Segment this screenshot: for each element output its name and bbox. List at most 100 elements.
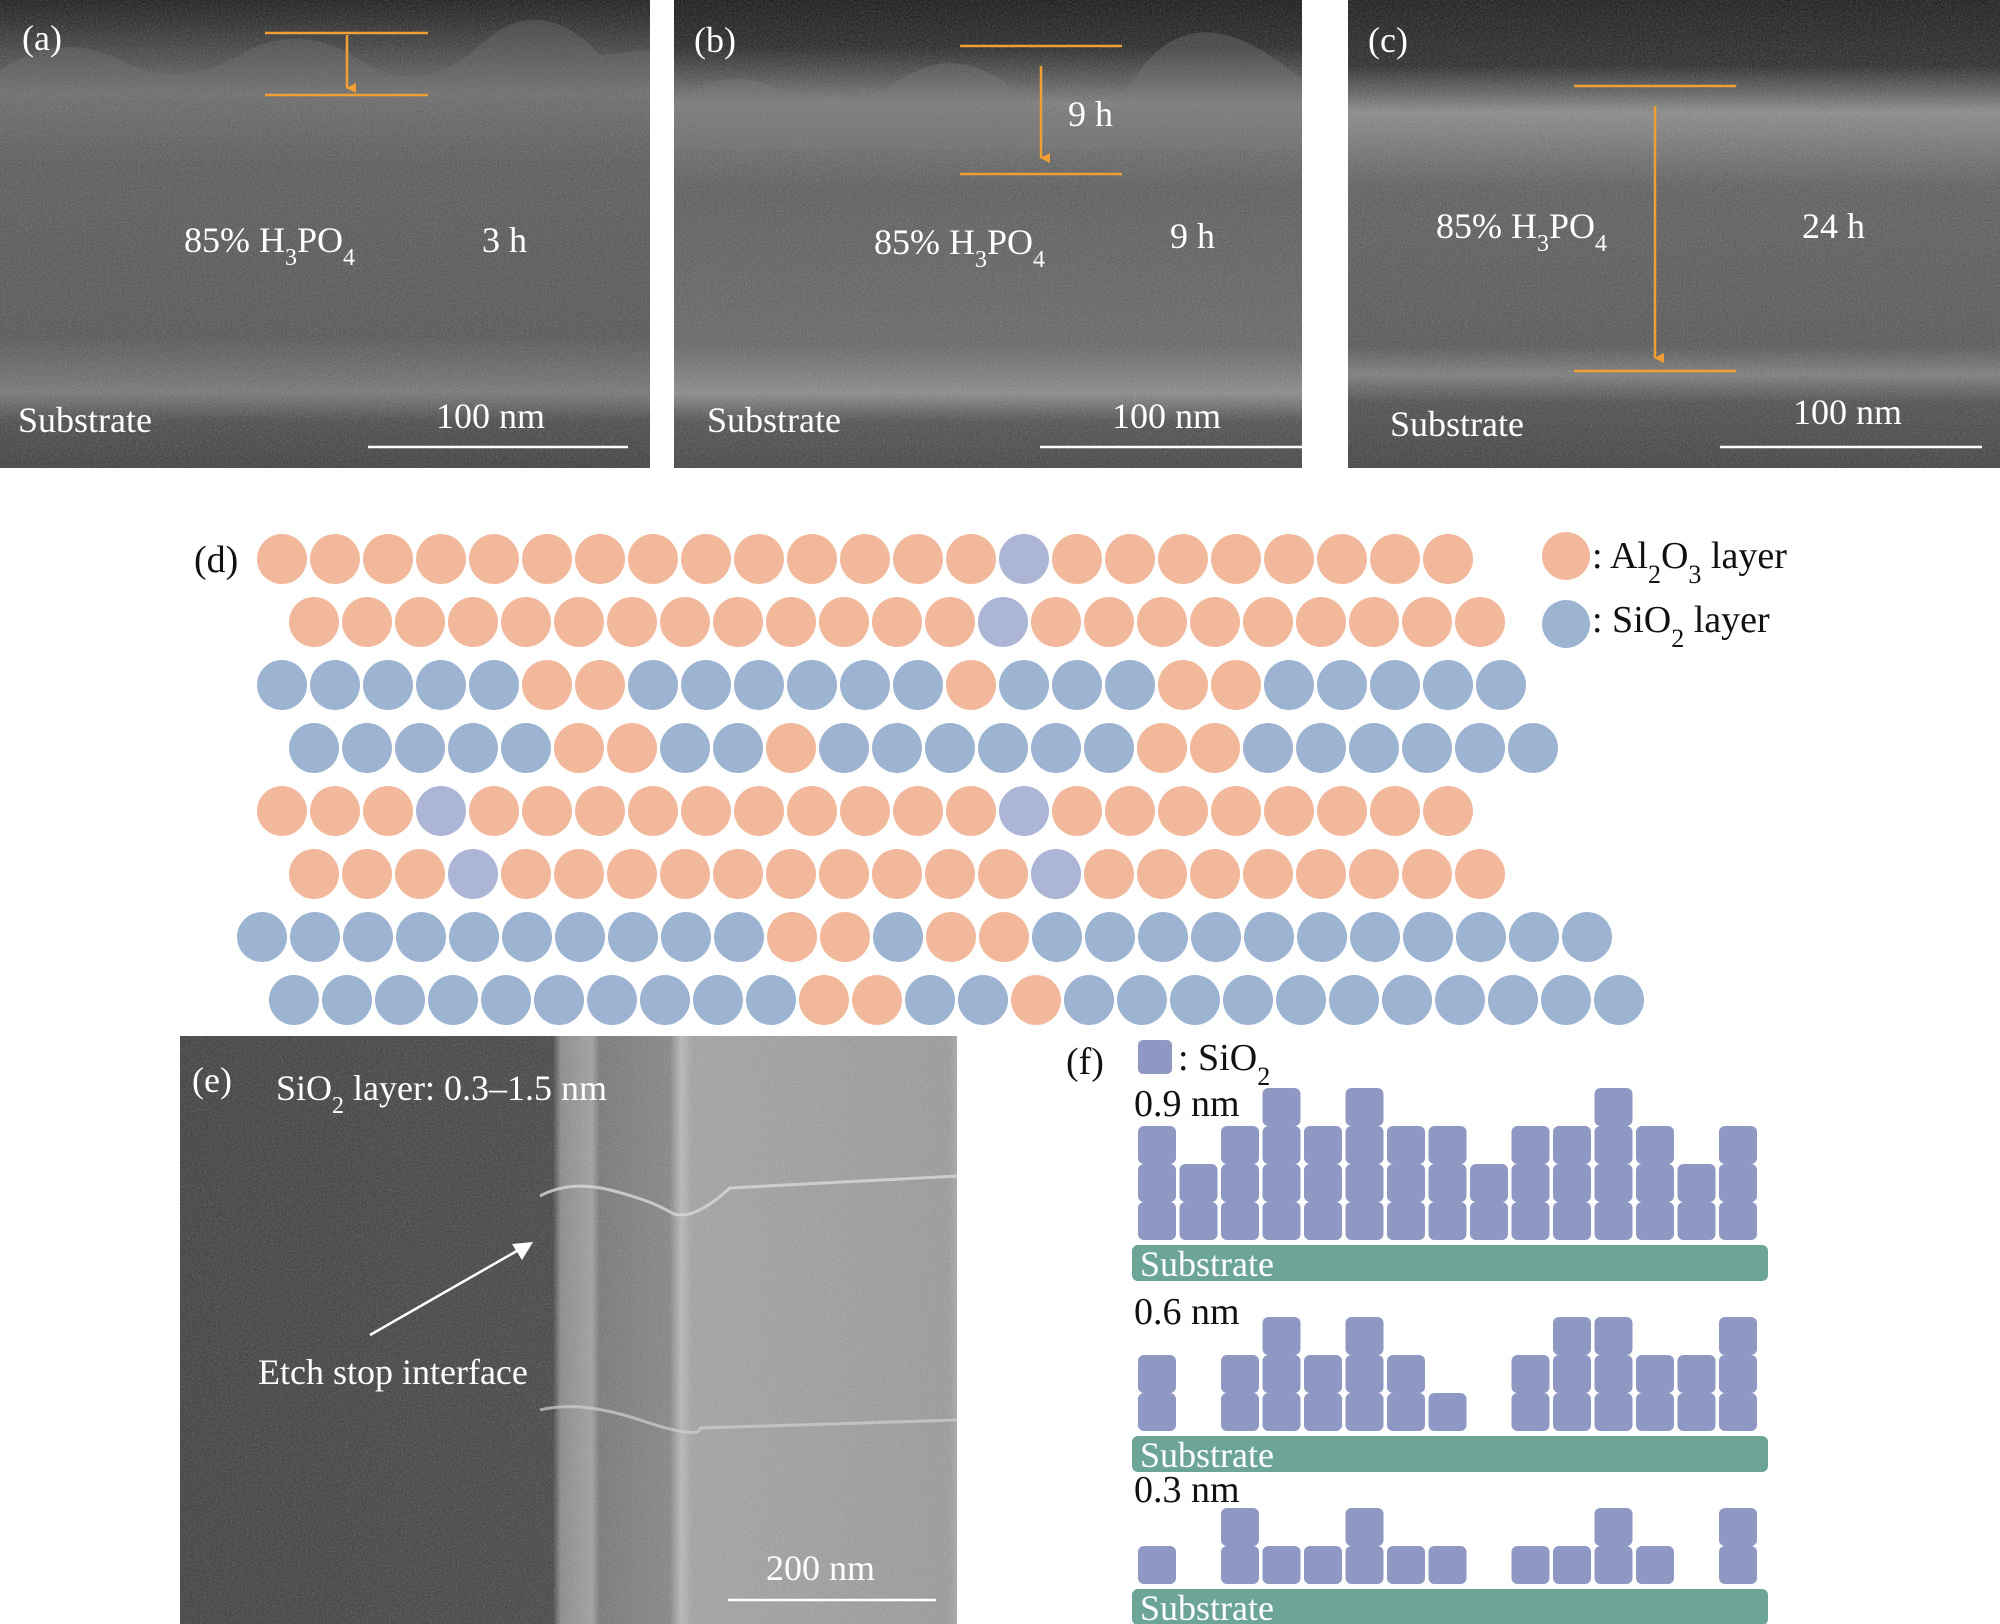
sio2-block	[1719, 1202, 1757, 1240]
sio2-block	[1221, 1355, 1259, 1393]
sio2-circle	[310, 660, 360, 710]
al2o3-circle	[1031, 597, 1081, 647]
panel-b-film-roughness	[674, 32, 1302, 151]
sio2-block	[1262, 1164, 1301, 1202]
sio2-circle	[1329, 975, 1379, 1025]
panel-e-letter: (e)	[192, 1060, 232, 1100]
al2o3-circle	[607, 597, 657, 647]
al2o3-circle	[1296, 597, 1346, 647]
sio2-block	[1511, 1202, 1550, 1240]
panel-b-time-label: 9 h	[1170, 216, 1215, 256]
sio2-circle	[395, 723, 445, 773]
sio2-block	[1553, 1393, 1591, 1431]
sio2-block	[1428, 1164, 1467, 1202]
panel-e-annotation: Etch stop interface	[258, 1352, 528, 1392]
al2o3-circle	[713, 849, 763, 899]
sio2-circle	[416, 660, 466, 710]
sio2-circle	[1276, 975, 1326, 1025]
sio2-circle	[481, 975, 531, 1025]
sio2-circle	[713, 723, 763, 773]
sio2-block	[1179, 1202, 1218, 1240]
panel-d: (d) : Al2O3 layer : SiO2 layer	[194, 532, 1787, 1025]
al2o3-circle	[681, 786, 731, 836]
al2o3-circle	[1211, 786, 1261, 836]
al2o3-circle	[1190, 849, 1240, 899]
sio2-circle	[1085, 912, 1135, 962]
al2o3-circle	[607, 723, 657, 773]
sio2-circle	[893, 660, 943, 710]
al2o3-circle	[554, 849, 604, 899]
legend-al2o3: : Al2O3 layer	[1542, 532, 1787, 589]
al2o3-circle	[1317, 534, 1367, 584]
sio2-block	[1428, 1546, 1467, 1584]
al2o3-circle	[766, 723, 816, 773]
al2o3-circle	[1402, 597, 1452, 647]
al2o3-circle	[342, 849, 392, 899]
al2o3-circle	[787, 786, 837, 836]
sio2-circle	[1476, 660, 1526, 710]
al2o3-circle	[257, 534, 307, 584]
sio2-block	[1262, 1355, 1301, 1393]
substrate-bar	[1132, 1436, 1768, 1472]
sio2-circle	[787, 660, 837, 710]
panel-a-scale-label: 100 nm	[436, 396, 545, 436]
sio2-circle	[1455, 723, 1505, 773]
al2o3-circle	[1264, 534, 1314, 584]
sio2-block	[1221, 1393, 1259, 1431]
al2o3-circle	[840, 534, 890, 584]
panel-c-letter: (c)	[1368, 20, 1408, 60]
sio2-circle	[469, 660, 519, 710]
panel-a-substrate-label: Substrate	[18, 400, 152, 440]
sio2-block	[1511, 1164, 1550, 1202]
sio2-circle	[1594, 975, 1644, 1025]
sio2-circle	[608, 912, 658, 962]
sio2-circle	[1402, 723, 1452, 773]
sio2-block	[1262, 1126, 1301, 1164]
sio2-block	[1138, 1126, 1176, 1164]
sio2-block	[1677, 1202, 1716, 1240]
sio2-block	[1387, 1126, 1425, 1164]
panel-c-scale-label: 100 nm	[1793, 392, 1902, 432]
panel-a-film-roughness	[0, 19, 650, 101]
sio2-block	[1221, 1126, 1259, 1164]
sio2-block	[1138, 1202, 1176, 1240]
sio2-circle	[1243, 723, 1293, 773]
al2o3-circle	[1011, 975, 1061, 1025]
al2o3-circle	[1455, 597, 1505, 647]
sio2-block	[1636, 1355, 1674, 1393]
sio2-block	[1345, 1317, 1384, 1355]
sio2-block	[1594, 1546, 1633, 1584]
al2o3-circle	[628, 786, 678, 836]
panel-a-acid-label: 85% H3PO4	[184, 220, 355, 271]
panel-e-ridge-lower	[539, 1405, 958, 1434]
sio2-circle	[1264, 660, 1314, 710]
al2o3-circle	[395, 597, 445, 647]
al2o3-circle	[554, 723, 604, 773]
legend-sio2-swatch	[1542, 600, 1590, 648]
al2o3-circle	[1423, 534, 1473, 584]
sio2-block	[1594, 1126, 1633, 1164]
al2o3-circle	[1349, 849, 1399, 899]
sio2-block	[1511, 1393, 1550, 1431]
al2o3-circle	[575, 786, 625, 836]
panel-e: (e) SiO2 layer: 0.3–1.5 nm Etch stop int…	[180, 1036, 958, 1624]
sio2-block	[1387, 1393, 1425, 1431]
sio2-block	[1179, 1164, 1218, 1202]
sio2-block	[1594, 1393, 1633, 1431]
al2o3-circle	[416, 534, 466, 584]
sio2-block	[1636, 1393, 1674, 1431]
panel-b-substrate-label: Substrate	[707, 400, 841, 440]
al2o3-circle	[893, 786, 943, 836]
legend-al2o3-label: : Al2O3 layer	[1592, 535, 1787, 589]
al2o3-circle	[575, 534, 625, 584]
sio2-circle	[693, 975, 743, 1025]
sio2-circle	[978, 723, 1028, 773]
sio2-block	[1345, 1355, 1384, 1393]
legend-sio2-label: : SiO2 layer	[1592, 599, 1770, 653]
sio2-interface-circle	[1031, 849, 1081, 899]
panel-f-legend-label: : SiO2	[1178, 1037, 1270, 1091]
sio2-circle	[342, 723, 392, 773]
sio2-circle	[872, 723, 922, 773]
sio2-block	[1387, 1546, 1425, 1584]
